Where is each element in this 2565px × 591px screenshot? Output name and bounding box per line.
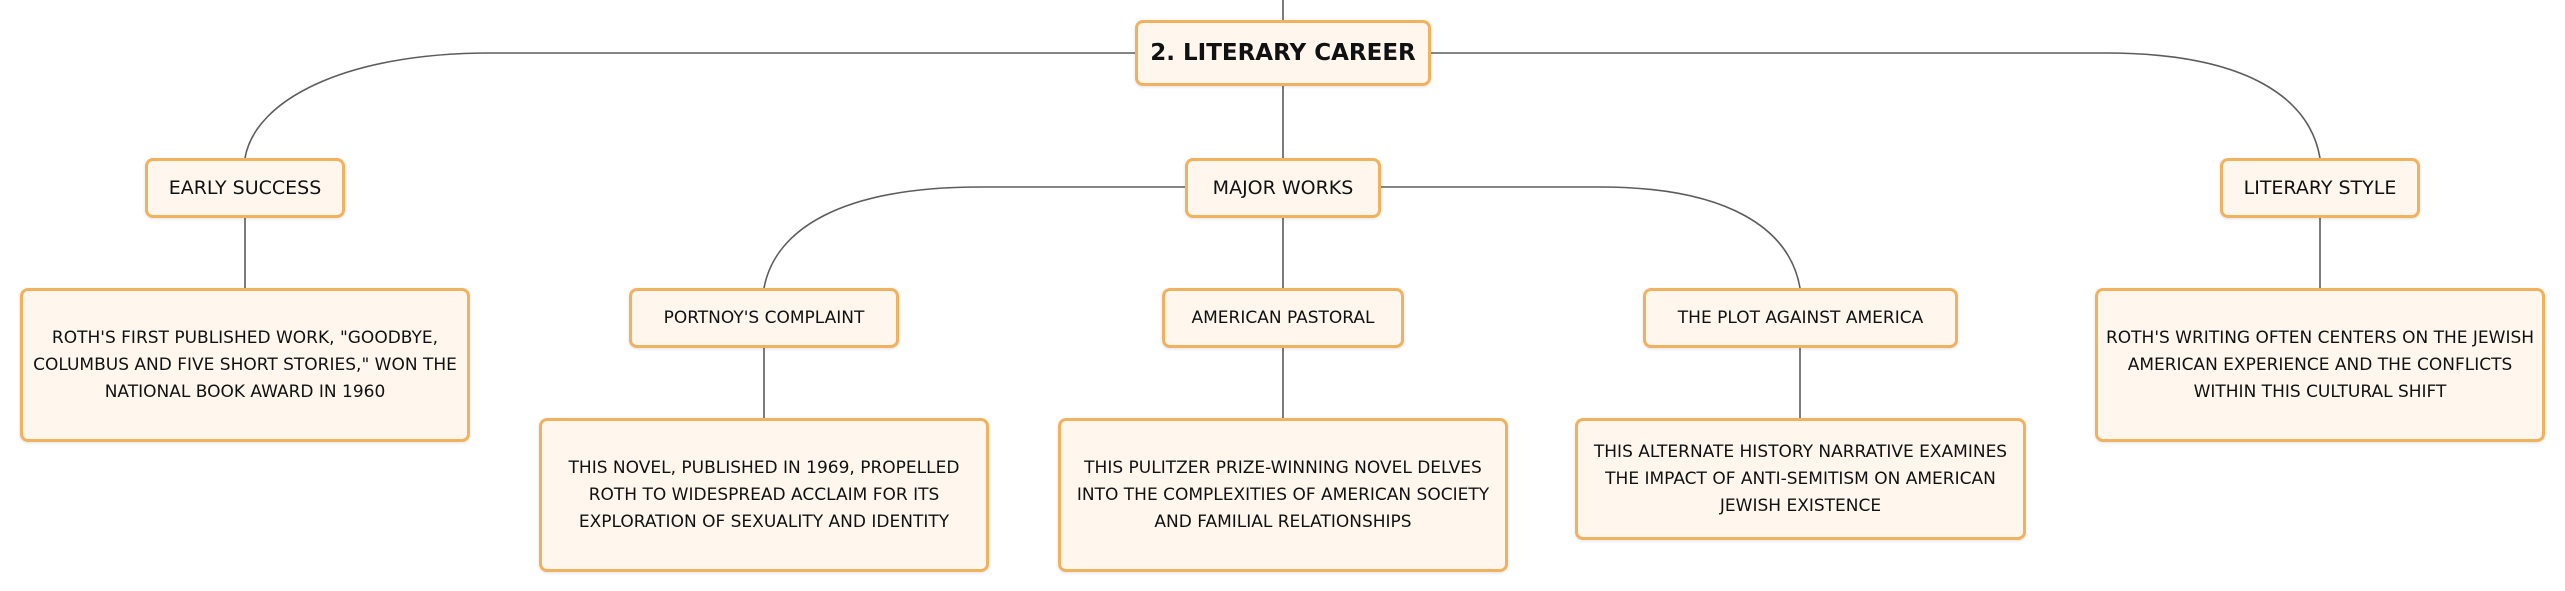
- detail-node-portnoys-complaint[interactable]: THIS NOVEL, PUBLISHED IN 1969, PROPELLED…: [539, 418, 989, 572]
- branch-node-literary-style[interactable]: LITERARY STYLE: [2220, 158, 2420, 218]
- connector-major-works-to-portnoy: [763, 186, 1185, 289]
- detail-node-text: THIS PULITZER PRIZE-WINNING NOVEL DELVES…: [1076, 457, 1490, 532]
- detail-node-early-success[interactable]: ROTH'S FIRST PUBLISHED WORK, "GOODBYE, C…: [20, 288, 470, 442]
- connector-root-to-early-success: [244, 52, 1135, 159]
- branch-node-early-success[interactable]: EARLY SUCCESS: [145, 158, 345, 218]
- root-node[interactable]: 2. LITERARY CAREER: [1135, 20, 1431, 86]
- branch-node-label: MAJOR WORKS: [1212, 177, 1354, 199]
- branch-node-label: LITERARY STYLE: [2243, 177, 2397, 199]
- connector-root-to-literary-style: [1431, 52, 2321, 159]
- work-node-label: AMERICAN PASTORAL: [1191, 308, 1375, 328]
- work-node-plot-against-america[interactable]: THE PLOT AGAINST AMERICA: [1643, 288, 1958, 348]
- branch-node-major-works[interactable]: MAJOR WORKS: [1185, 158, 1381, 218]
- detail-node-american-pastoral[interactable]: THIS PULITZER PRIZE-WINNING NOVEL DELVES…: [1058, 418, 1508, 572]
- detail-node-plot-against-america[interactable]: THIS ALTERNATE HISTORY NARRATIVE EXAMINE…: [1575, 418, 2026, 540]
- detail-node-text: ROTH'S FIRST PUBLISHED WORK, "GOODBYE, C…: [33, 327, 457, 402]
- detail-node-text: THIS ALTERNATE HISTORY NARRATIVE EXAMINE…: [1593, 441, 2008, 516]
- detail-node-literary-style[interactable]: ROTH'S WRITING OFTEN CENTERS ON THE JEWI…: [2095, 288, 2545, 442]
- work-node-label: PORTNOY'S COMPLAINT: [663, 308, 865, 328]
- connector-major-works-to-plot: [1381, 186, 1801, 289]
- work-node-label: THE PLOT AGAINST AMERICA: [1677, 308, 1924, 328]
- root-node-label: 2. LITERARY CAREER: [1150, 40, 1416, 66]
- work-node-portnoys-complaint[interactable]: PORTNOY'S COMPLAINT: [629, 288, 899, 348]
- detail-node-text: THIS NOVEL, PUBLISHED IN 1969, PROPELLED…: [568, 457, 960, 532]
- work-node-american-pastoral[interactable]: AMERICAN PASTORAL: [1162, 288, 1404, 348]
- branch-node-label: EARLY SUCCESS: [168, 177, 322, 199]
- detail-node-text: ROTH'S WRITING OFTEN CENTERS ON THE JEWI…: [2105, 327, 2535, 402]
